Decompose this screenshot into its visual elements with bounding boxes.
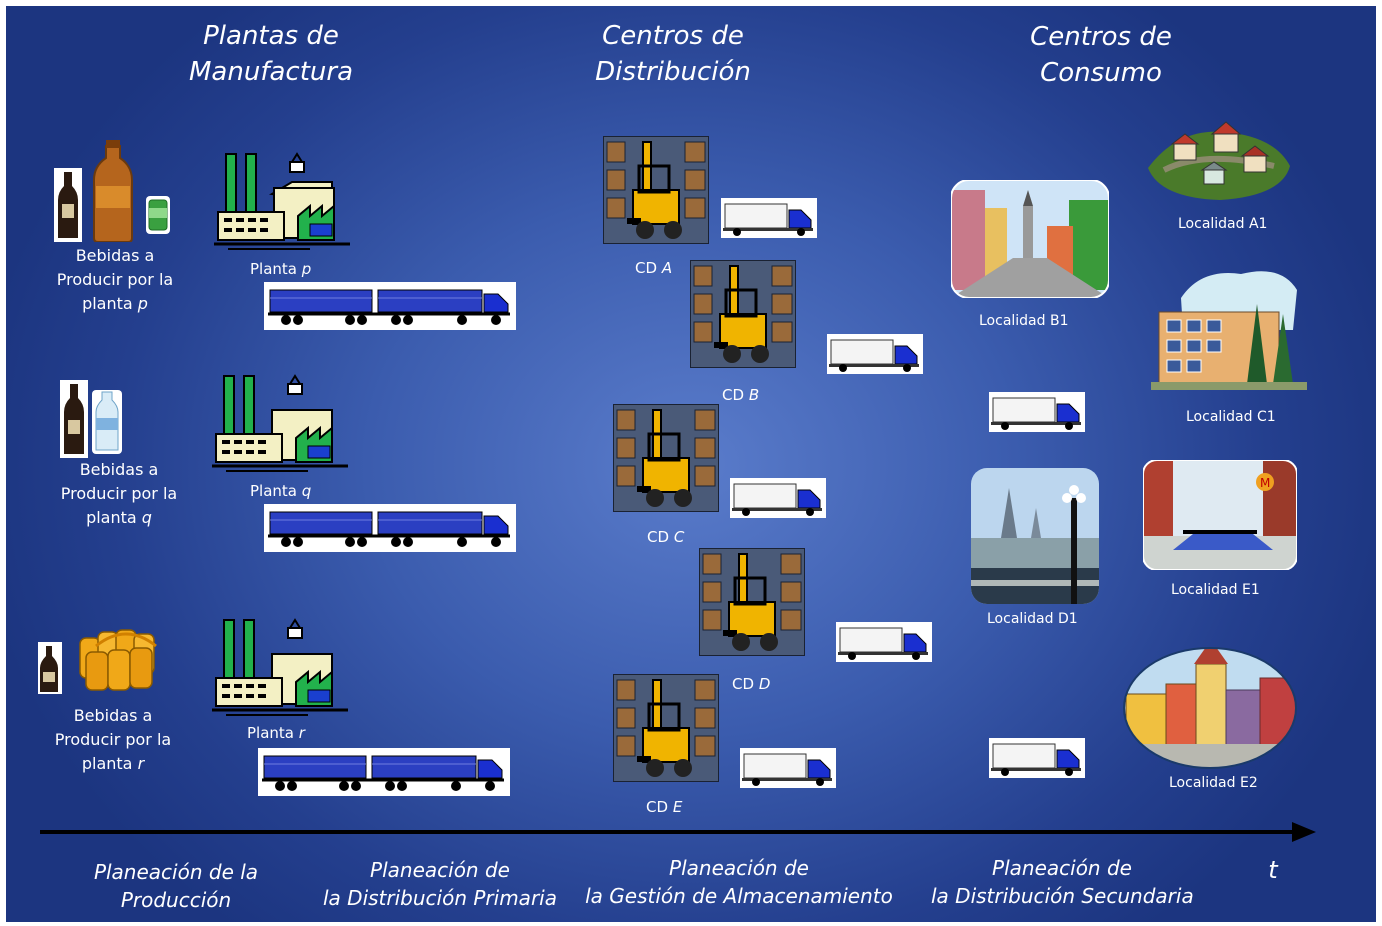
beverages-r-icon	[38, 629, 157, 694]
dc-label-a: CD A	[635, 259, 673, 277]
warehouse-forklift-e-icon	[613, 674, 719, 782]
locality-label-d1: Localidad D1	[987, 611, 1078, 627]
dc-label-e: CD E	[646, 798, 683, 816]
school-building-c1-icon	[1151, 271, 1307, 390]
metro-station-e1-icon: M	[1143, 460, 1297, 570]
delivery-truck-icon	[827, 334, 923, 374]
semi-truck-p-icon	[264, 282, 516, 330]
city-river-d1-icon	[971, 468, 1099, 604]
warehouse-forklift-d-icon	[699, 548, 805, 656]
dc-label-b: CD B	[722, 386, 760, 404]
semi-truck-q-icon	[264, 504, 516, 552]
delivery-truck-icon	[740, 748, 836, 788]
town-square-e2-icon	[1123, 647, 1297, 769]
time-axis-label: t	[1268, 856, 1278, 884]
delivery-truck-icon	[730, 478, 826, 518]
timeline-arrow	[40, 822, 1316, 842]
locality-label-b1: Localidad B1	[979, 313, 1069, 329]
locality-label-e1: Localidad E1	[1171, 582, 1260, 598]
warehouse-forklift-a-icon	[603, 136, 709, 244]
dc-label-c: CD C	[647, 528, 685, 546]
beverages-p-icon	[54, 140, 170, 242]
plant-label-q: Planta q	[250, 482, 312, 500]
plant-label-r: Planta r	[247, 724, 305, 742]
semi-truck-r-icon	[258, 748, 510, 796]
factory-r-icon	[212, 618, 348, 716]
delivery-truck-icon	[989, 392, 1085, 432]
warehouse-forklift-c-icon	[613, 404, 719, 512]
factory-q-icon	[212, 374, 348, 472]
svg-text:M: M	[1260, 476, 1270, 490]
beverages-q-icon	[60, 380, 122, 458]
delivery-truck-icon	[836, 622, 932, 662]
delivery-truck-icon	[721, 198, 817, 238]
locality-label-e2: Localidad E2	[1169, 775, 1258, 791]
delivery-truck-icon	[989, 738, 1085, 778]
locality-label-a1: Localidad A1	[1178, 216, 1268, 232]
locality-label-c1: Localidad C1	[1186, 409, 1276, 425]
city-street-b1-icon	[951, 180, 1109, 298]
village-houses-a1-icon	[1148, 121, 1290, 200]
dc-label-d: CD D	[732, 675, 771, 693]
warehouse-forklift-b-icon	[690, 260, 796, 368]
factory-p-icon	[214, 152, 350, 250]
plant-label-p: Planta p	[250, 260, 312, 278]
